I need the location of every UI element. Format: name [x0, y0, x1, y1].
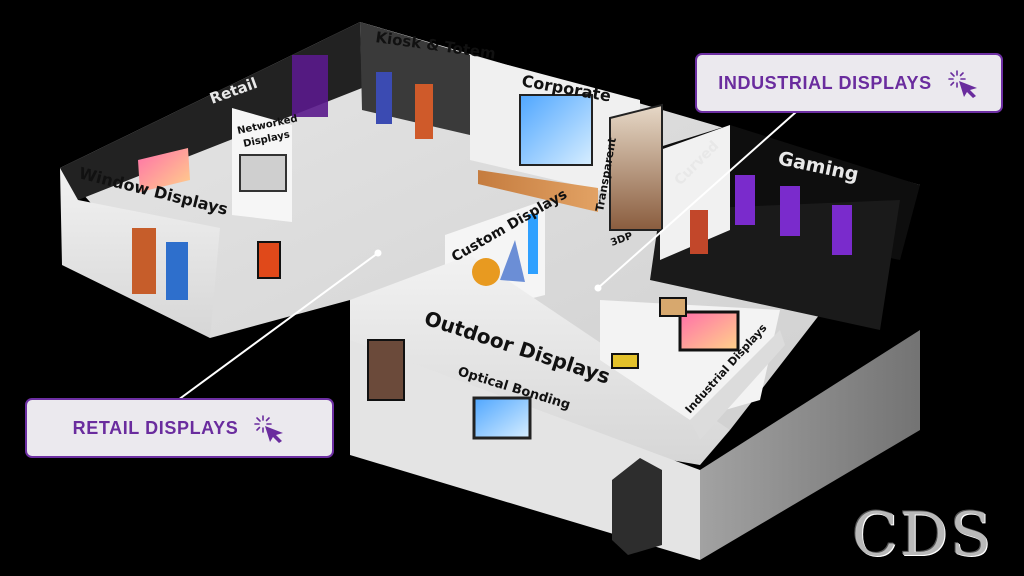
- networked-screen: [239, 154, 287, 192]
- industrial-small: [659, 297, 687, 317]
- cds-logo: CDS: [852, 500, 994, 570]
- industrial-ledge: [690, 330, 785, 440]
- transparent-screen: [609, 103, 663, 231]
- window-screen-top: [138, 148, 190, 192]
- thermal-screen: [257, 241, 281, 279]
- custom-strip-screen: [528, 214, 538, 274]
- retail-displays-button[interactable]: RETAIL DISPLAYS: [25, 398, 334, 458]
- retail-callout-dot: [374, 249, 382, 257]
- industrial-glass-wall: [700, 330, 920, 560]
- corporate-videowall: [519, 94, 593, 166]
- click-cursor-icon: [947, 70, 977, 98]
- click-cursor-icon: [254, 415, 284, 443]
- window-screen-right: [166, 242, 188, 300]
- gaming-machine-2: [780, 186, 800, 236]
- custom-round-screen: [472, 258, 500, 286]
- retail-callout-line: [177, 252, 379, 401]
- industrial-callout-line: [597, 111, 797, 289]
- custom-triangle-screen: [500, 240, 525, 282]
- industrial-displays-button[interactable]: INDUSTRIAL DISPLAYS: [695, 53, 1003, 113]
- industrial-tablet: [678, 310, 740, 352]
- optical-bonding-screen: [472, 396, 532, 440]
- gaming-machine-1: [735, 175, 755, 225]
- corporate-floor: [478, 170, 598, 212]
- industrial-displays-label: INDUSTRIAL DISPLAYS: [718, 72, 932, 93]
- industrial-yellow: [611, 353, 639, 369]
- kiosk-left: [376, 72, 392, 124]
- curved-machine: [690, 210, 708, 254]
- outdoor-poster-screen: [367, 339, 405, 401]
- gaming-side-wall: [660, 125, 730, 260]
- gaming-machine-3: [832, 205, 852, 255]
- kiosk-right: [415, 84, 433, 139]
- retail-displays-label: RETAIL DISPLAYS: [72, 417, 239, 438]
- industrial-callout-dot: [594, 284, 602, 292]
- window-screen-left: [132, 228, 156, 294]
- retail-screens: [292, 55, 328, 117]
- atm-machine: [612, 458, 662, 555]
- retail-back-wall: [60, 22, 362, 200]
